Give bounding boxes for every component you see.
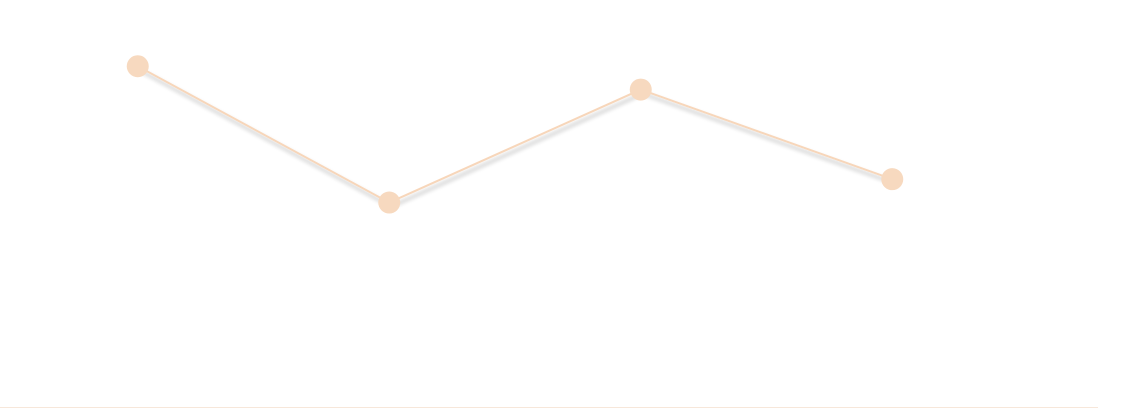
series-layer xyxy=(126,55,904,214)
data-point[interactable] xyxy=(126,55,149,78)
data-point[interactable] xyxy=(378,191,401,214)
data-point[interactable] xyxy=(629,78,652,101)
series-line xyxy=(137,65,893,204)
data-point[interactable] xyxy=(881,168,904,191)
